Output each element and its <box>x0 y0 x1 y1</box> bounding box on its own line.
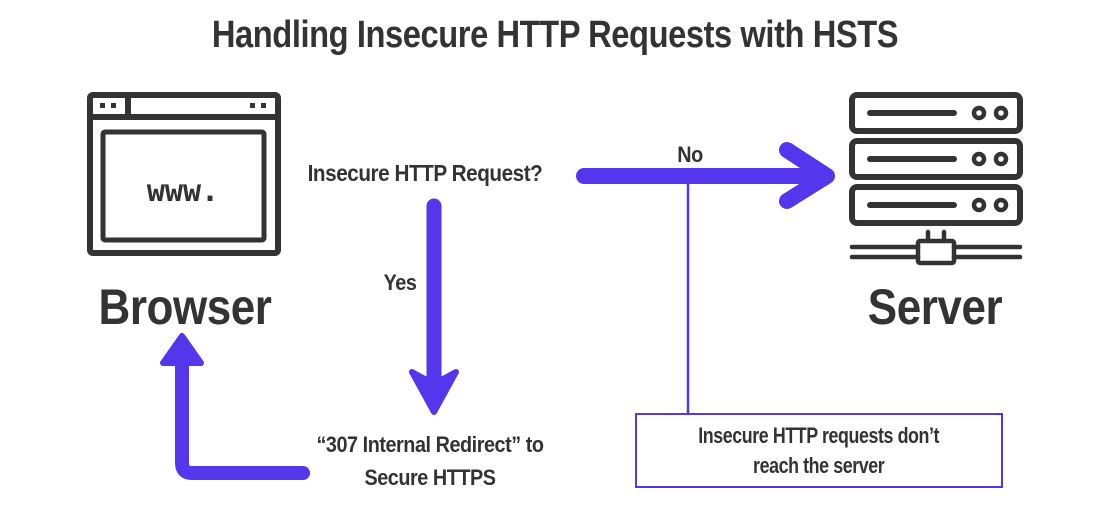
return-arrow <box>160 333 310 480</box>
redirect-label: “307 Internal Redirect” to Secure HTTPS <box>295 428 565 494</box>
browser-window-dots <box>100 103 266 108</box>
note-line2: reach the server <box>753 452 885 478</box>
browser-label: Browser <box>98 279 272 335</box>
yes-arrow <box>409 198 459 415</box>
note-box: Insecure HTTP requests don’t reach the s… <box>635 413 1003 488</box>
decision-question: Insecure HTTP Request? <box>307 160 543 186</box>
redirect-label-line1: “307 Internal Redirect” to <box>316 432 544 457</box>
server-label: Server <box>867 279 1003 335</box>
note-line1: Insecure HTTP requests don’t <box>698 422 940 448</box>
note-text: Insecure HTTP requests don’t reach the s… <box>685 421 953 481</box>
browser-window-icon <box>87 92 281 256</box>
no-arrow <box>576 142 835 209</box>
yes-branch-label: Yes <box>383 270 417 295</box>
diagram-title: Handling Insecure HTTP Requests with HST… <box>211 14 899 56</box>
server-rack-icon <box>849 92 1023 266</box>
redirect-label-line2: Secure HTTPS <box>364 465 496 490</box>
browser-www-text: www. <box>147 174 219 209</box>
no-branch-label: No <box>677 142 703 167</box>
